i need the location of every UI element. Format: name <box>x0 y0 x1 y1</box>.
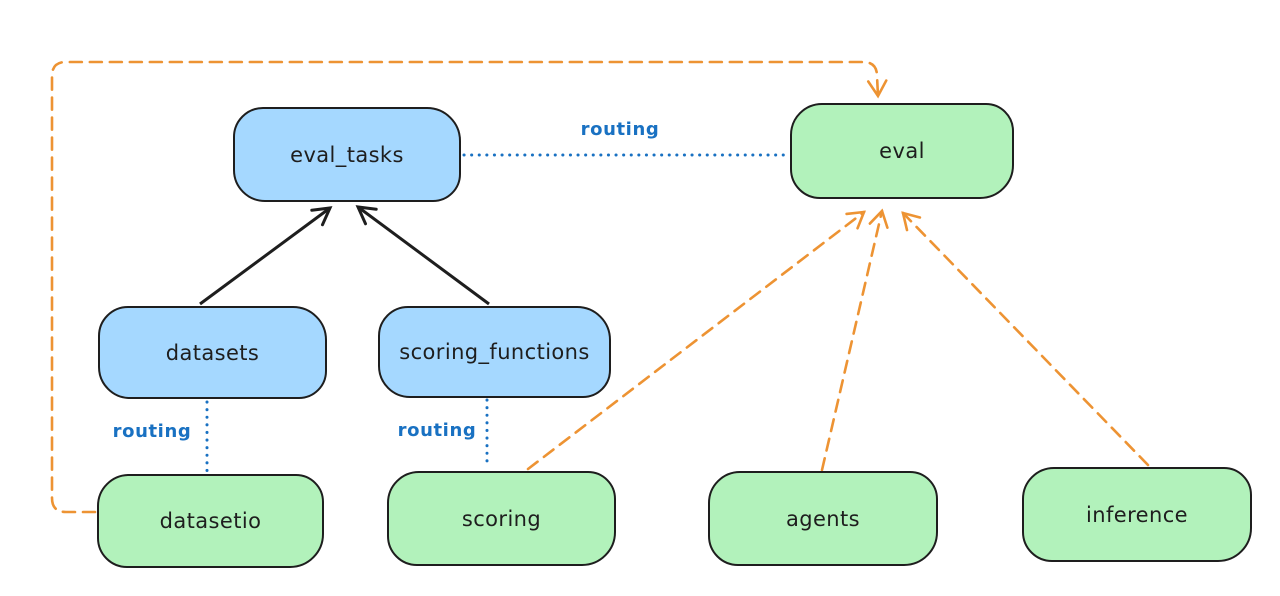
node-datasets-label: datasets <box>165 340 260 365</box>
edge-scoring_functions-to-eval_tasks <box>355 205 490 306</box>
node-eval_tasks: eval_tasks <box>233 107 461 202</box>
node-scoring: scoring <box>387 471 616 566</box>
node-datasetio: datasetio <box>97 474 324 568</box>
edge-label-routing-eval_tasks-eval: routing <box>580 119 660 140</box>
edge-datasets-to-eval_tasks <box>199 206 333 306</box>
node-agents-label: agents <box>785 506 860 531</box>
node-eval-label: eval <box>879 139 925 163</box>
edge-datasetio-to-eval <box>50 60 888 514</box>
node-datasets: datasets <box>98 306 327 399</box>
node-inference: inference <box>1022 467 1252 562</box>
node-scoring_functions-label: scoring_functions <box>399 340 590 364</box>
node-eval: eval <box>790 103 1014 199</box>
node-agents: agents <box>708 471 938 566</box>
edge-scoring-to-eval <box>526 210 867 471</box>
edge-label-routing-scoring_functions-scoring: routing <box>397 420 477 441</box>
node-inference-label: inference <box>1086 502 1188 527</box>
node-scoring-label: scoring <box>461 506 542 531</box>
node-scoring_functions: scoring_functions <box>378 306 611 398</box>
edge-label-routing-datasets-datasetio: routing <box>112 421 192 442</box>
node-datasetio-label: datasetio <box>159 509 262 533</box>
edge-inference-to-eval <box>901 211 1150 467</box>
edge-agents-to-eval <box>820 208 889 472</box>
node-eval_tasks-label: eval_tasks <box>290 142 404 167</box>
